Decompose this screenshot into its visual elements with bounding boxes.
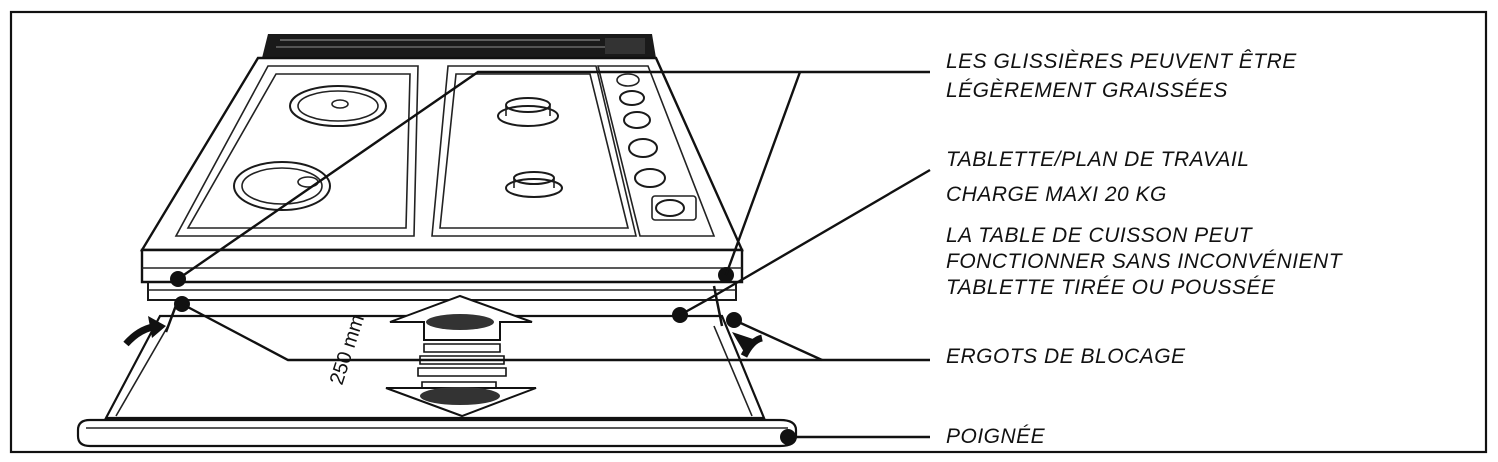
gas-burner-back — [497, 97, 559, 127]
curved-arrow-left-icon — [123, 316, 166, 347]
label-poignee: POIGNÉE — [946, 425, 1046, 448]
shelf-handle — [76, 418, 798, 448]
label-table-2: FONCTIONNER SANS INCONVÉNIENT — [946, 250, 1344, 273]
hotplate-back — [289, 85, 387, 127]
push-pull-arrow-icon — [385, 294, 537, 418]
control-panel — [596, 65, 716, 237]
electric-zone — [174, 65, 419, 237]
hotplate-front — [233, 161, 331, 211]
label-charge: CHARGE MAXI 20 KG — [946, 183, 1167, 206]
locking-pin-left — [164, 299, 180, 333]
shelf-surface — [104, 314, 766, 420]
cooktop-back-strip — [262, 34, 656, 58]
knob-icons — [616, 73, 697, 221]
callout-labels: LES GLISSIÈRES PEUVENT ÊTRE LÉGÈREMENT G… — [946, 50, 1344, 448]
diagram-frame — [9, 10, 1488, 454]
curved-arrow-right-icon — [732, 332, 763, 358]
leader-lines — [177, 70, 931, 439]
gas-zone — [431, 65, 638, 237]
locking-pin-right — [712, 285, 724, 327]
cooktop — [139, 34, 744, 301]
label-glissieres-2: LÉGÈREMENT GRAISSÉES — [946, 79, 1228, 102]
label-tablette: TABLETTE/PLAN DE TRAVAIL — [946, 148, 1249, 171]
gas-burner-front — [505, 171, 563, 198]
label-ergots: ERGOTS DE BLOCAGE — [946, 345, 1186, 368]
cooktop-front-face — [140, 248, 744, 284]
label-table-3: TABLETTE TIRÉE OU POUSSÉE — [946, 276, 1276, 299]
label-table-1: LA TABLE DE CUISSON PEUT — [946, 224, 1254, 247]
sliding-shelf: 250 mm — [76, 294, 798, 448]
label-glissieres-1: LES GLISSIÈRES PEUVENT ÊTRE — [946, 50, 1297, 73]
